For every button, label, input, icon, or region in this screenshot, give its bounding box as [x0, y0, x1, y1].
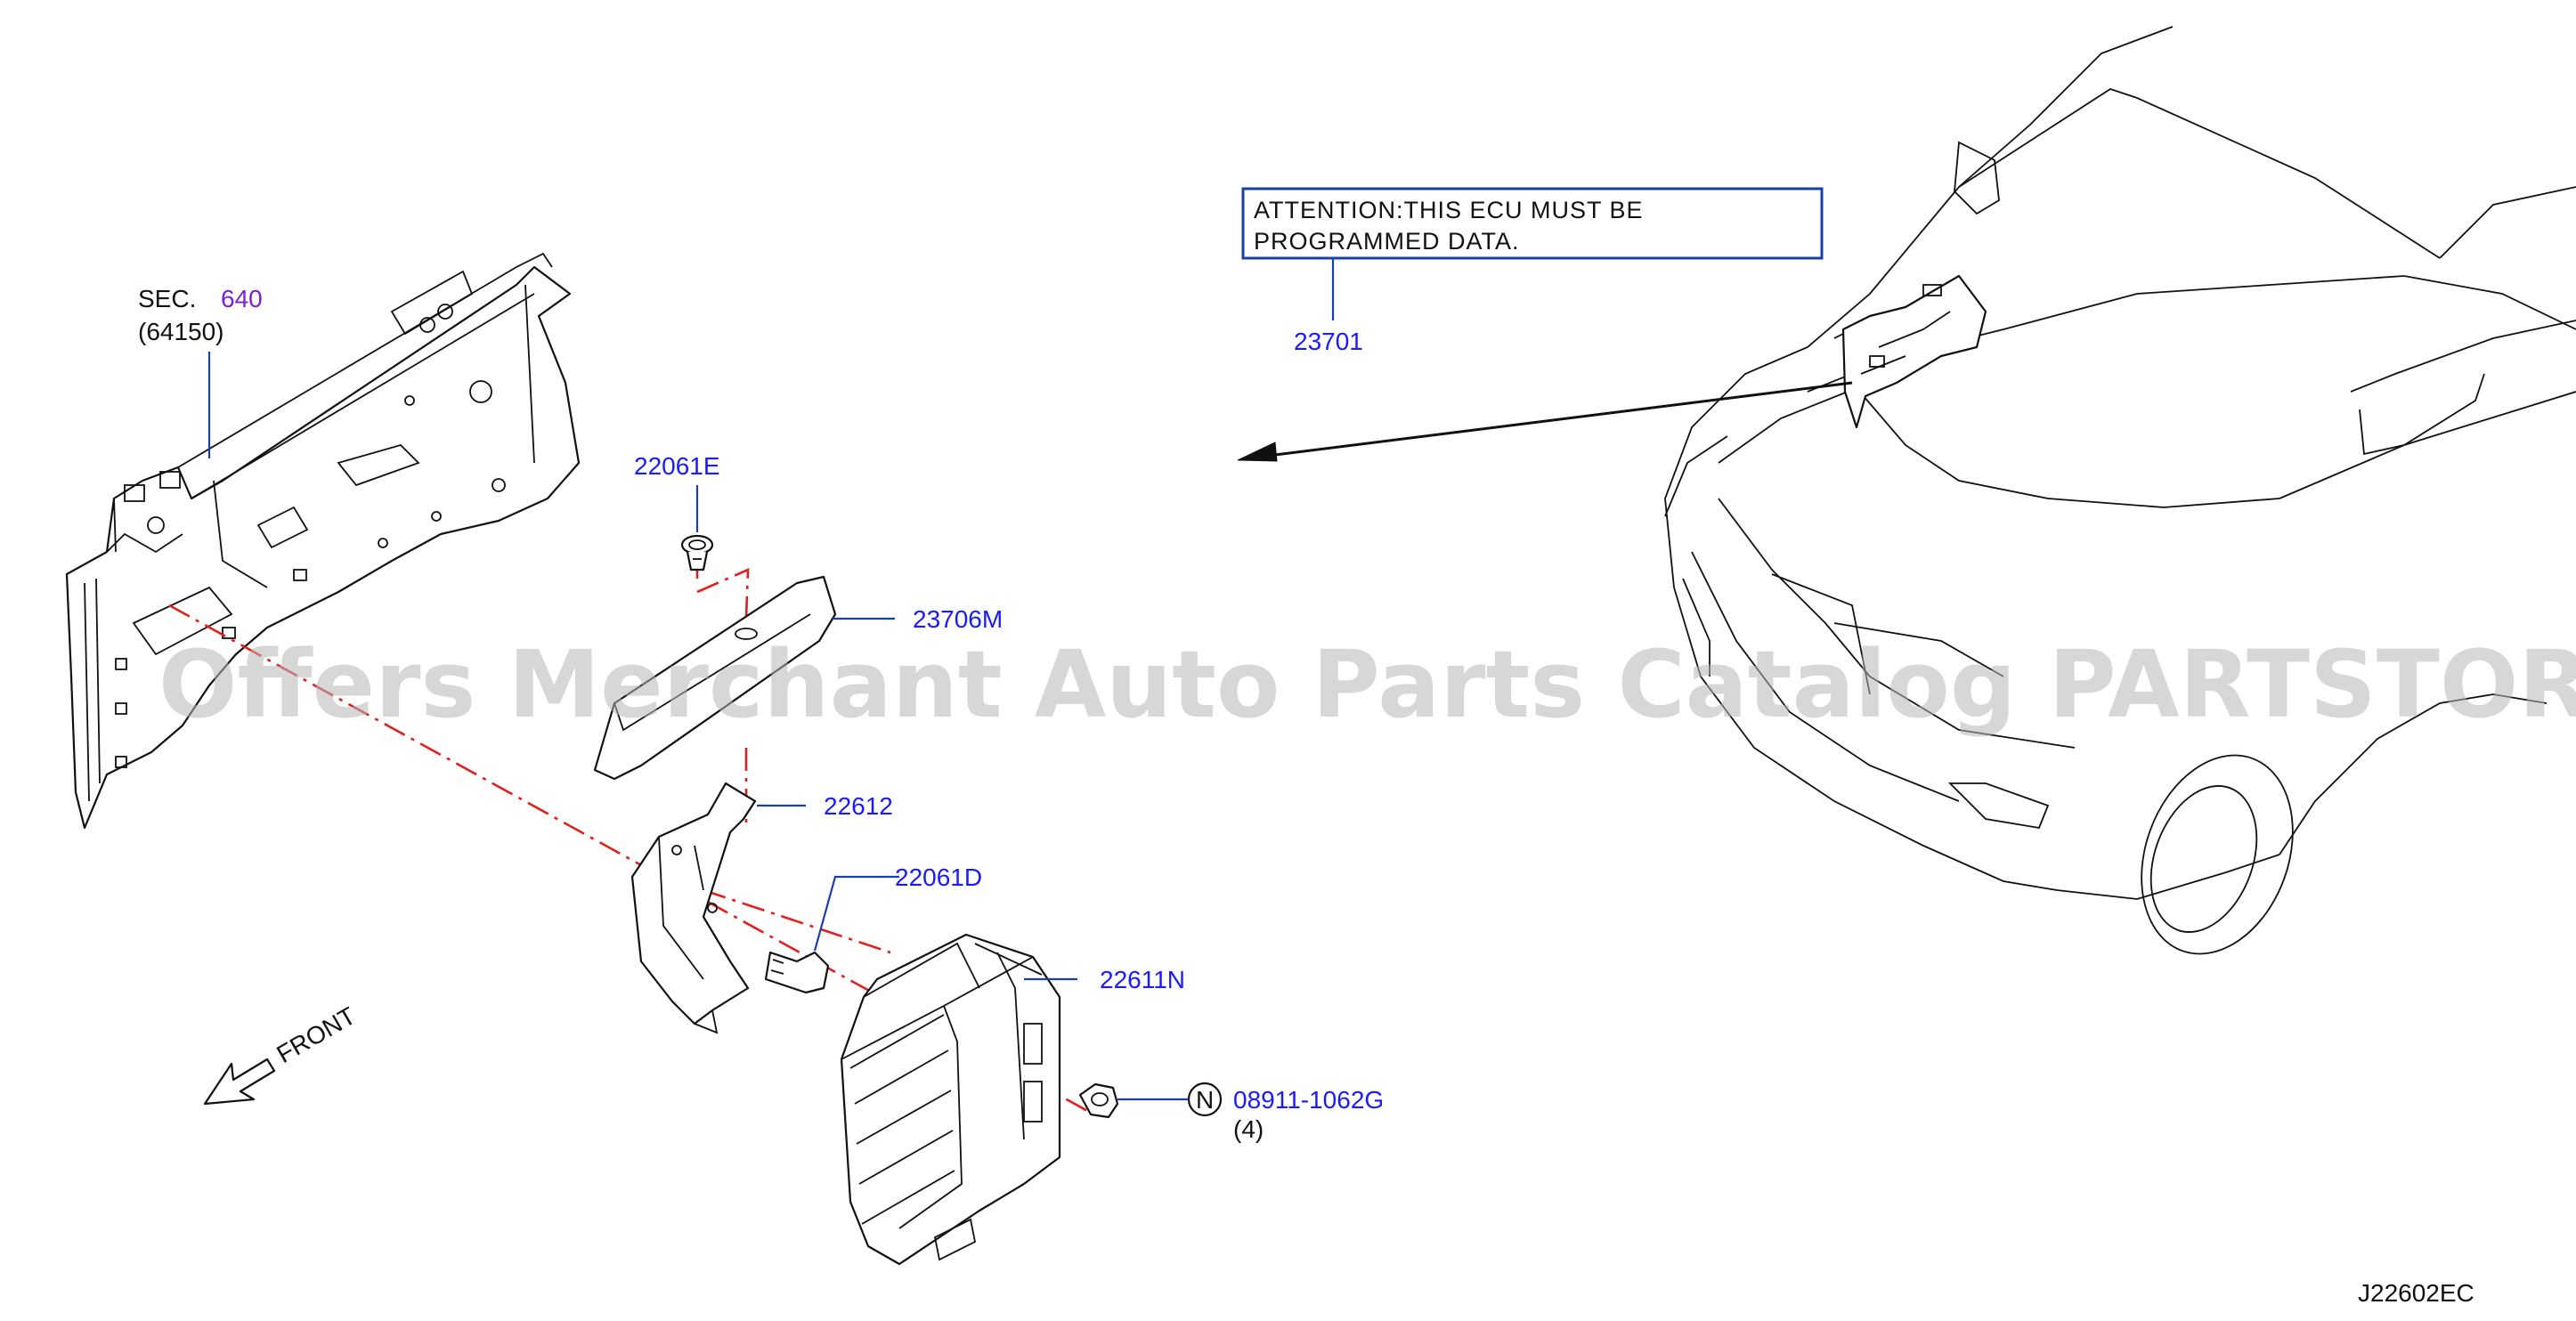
label-22612[interactable]: 22612 [824, 792, 893, 820]
label-23706m[interactable]: 23706M [913, 605, 1003, 633]
label-22611n[interactable]: 22611N [1100, 966, 1185, 993]
front-arrow-icon [203, 1058, 276, 1106]
label-22061d[interactable]: 22061D [895, 863, 982, 891]
ecu-module-22611n[interactable] [840, 933, 1061, 1266]
pointer-arrowhead-icon [1237, 442, 1278, 462]
leader-22061d [813, 875, 899, 952]
attention-line-2: PROGRAMMED DATA. [1254, 228, 1520, 255]
label-22061e[interactable]: 22061E [634, 452, 720, 480]
label-08911[interactable]: 08911-1062G [1233, 1086, 1384, 1114]
bolt-22061d[interactable] [764, 951, 830, 994]
nut-marker: N [1196, 1086, 1214, 1114]
section-prefix: SEC. [138, 285, 196, 312]
attention-note: ATTENTION:THIS ECU MUST BE PROGRAMMED DA… [1241, 187, 1824, 320]
section-number[interactable]: 640 [221, 285, 263, 312]
section-subref: (64150) [138, 318, 224, 345]
watermark-text: Offers Merchant Auto Parts Catalog PARTS… [158, 630, 2576, 739]
attention-line-1: ATTENTION:THIS ECU MUST BE [1254, 197, 1644, 223]
front-indicator: FRONT [203, 1001, 361, 1106]
nut-marker-circle [1187, 1082, 1223, 1117]
ecu-bracket-22612[interactable] [630, 782, 757, 1034]
location-pointer [1237, 381, 1853, 462]
dash-panel-drawing [65, 252, 581, 830]
section-reference[interactable]: SEC. 640 (64150) [138, 285, 263, 458]
diagram-code: J22602EC [2358, 1279, 2474, 1307]
ecu-cover-23706m[interactable] [593, 575, 837, 781]
quantity-note: (4) [1233, 1115, 1264, 1143]
attention-box [1241, 187, 1824, 260]
vehicle-drawing [1664, 26, 2576, 955]
nut-08911[interactable] [1078, 1082, 1119, 1119]
clip-22061e[interactable] [680, 534, 714, 571]
front-label: FRONT [272, 1001, 361, 1068]
label-23701[interactable]: 23701 [1294, 328, 1363, 355]
